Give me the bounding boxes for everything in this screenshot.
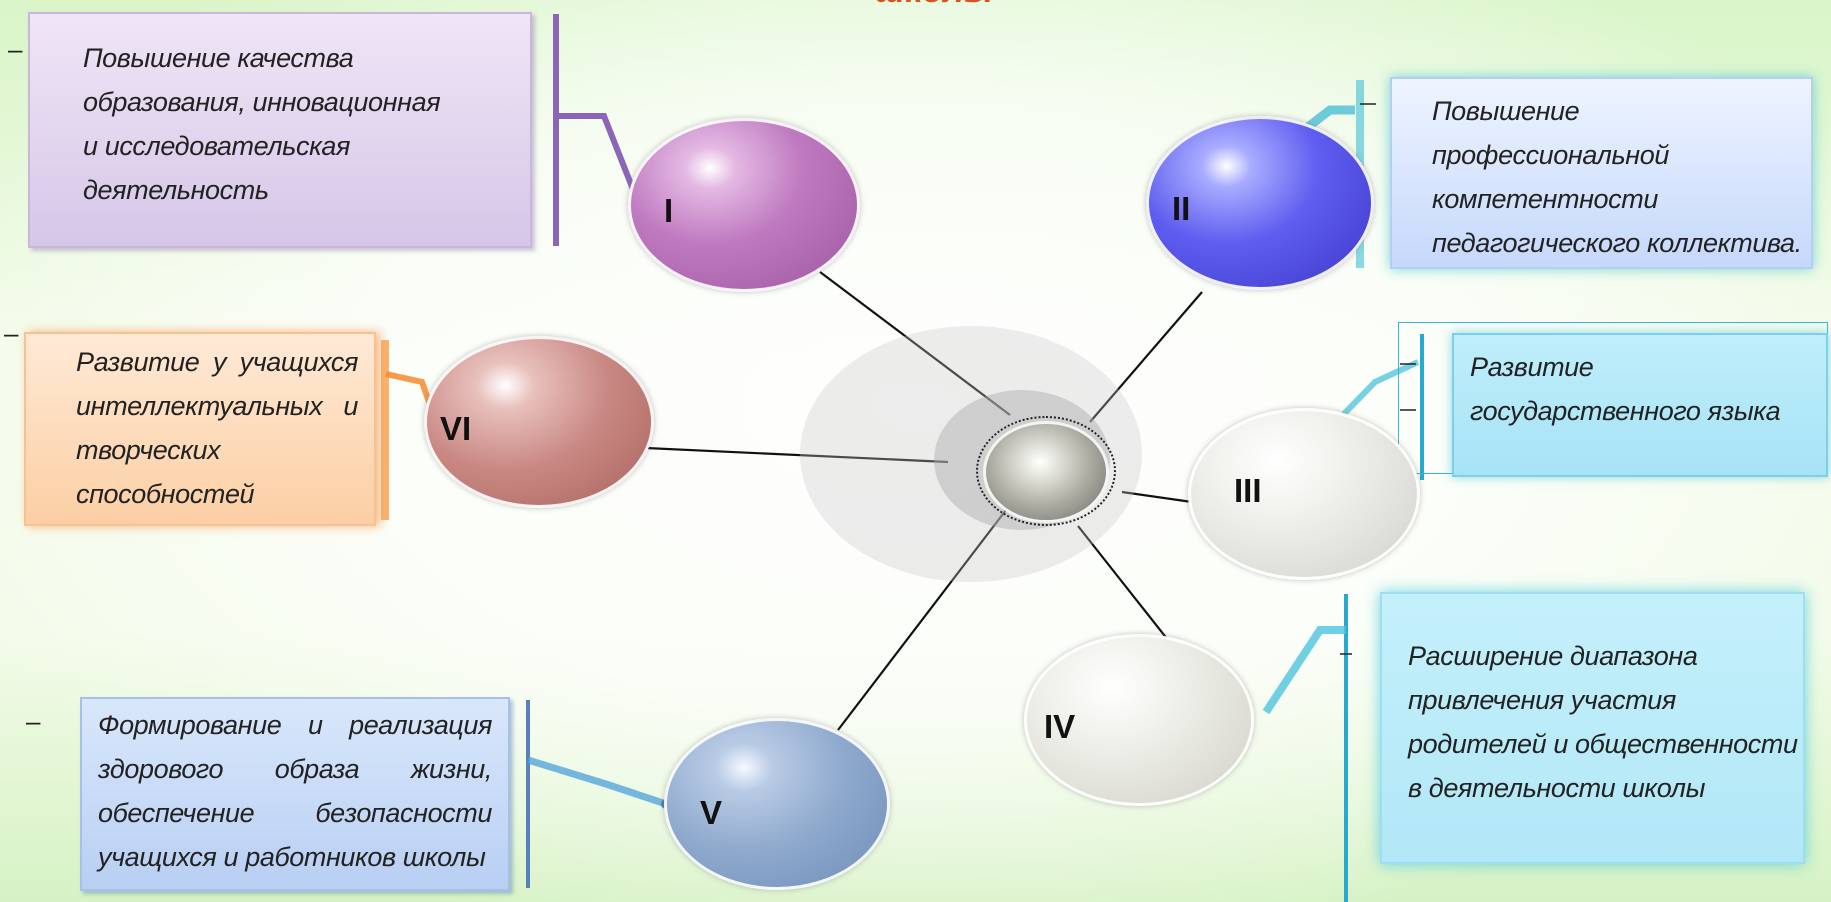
hub-dotted-ring	[976, 416, 1116, 526]
node-IV-line: родителей и общественности	[1408, 729, 1798, 759]
node-II-description: Повышение профессиональной компетентност…	[1390, 77, 1813, 269]
node-V-line: Формирование и реализация	[98, 710, 492, 740]
node-VI-line: творческих	[76, 435, 221, 465]
bullet-dash: –	[8, 34, 23, 64]
node-V-sphere	[664, 718, 890, 890]
node-VI-description: Развитие у учащихся интеллектуальных и т…	[24, 332, 376, 526]
node-IV-description: Расширение диапазона привлечения участия…	[1380, 592, 1805, 864]
bullet-dash: –	[26, 706, 41, 736]
node-I-line: деятельность	[83, 175, 269, 205]
node-IV-line: привлечения участия	[1408, 685, 1676, 715]
node-III-line: государственного языка	[1470, 396, 1781, 426]
node-VI-sphere	[424, 336, 654, 508]
node-V-description: Формирование и реализация здорового обра…	[80, 697, 510, 891]
node-II-line: педагогического коллектива.	[1432, 228, 1802, 258]
node-I-sphere	[628, 118, 860, 292]
node-IV-line: в деятельности школы	[1408, 773, 1706, 803]
node-IV-line: Расширение диапазона	[1408, 641, 1698, 671]
node-II-label: II	[1172, 190, 1191, 227]
node-V-line: обеспечение безопасности	[98, 798, 492, 828]
connector-hub-IV	[1077, 525, 1169, 641]
node-III-sphere	[1188, 408, 1420, 580]
node-I-line: и исследовательская	[83, 131, 351, 161]
node-IV-sphere	[1024, 634, 1254, 806]
node-II-line: профессиональной	[1432, 140, 1669, 170]
node-VI-label: VI	[440, 410, 472, 447]
node-VI-line: Развитие у учащихся	[76, 347, 358, 377]
node-VI-line: способностей	[76, 479, 255, 509]
node-VI-line: интеллектуальных и	[76, 391, 358, 421]
connector-hub-I	[819, 271, 1011, 416]
connector-hub-III	[1121, 490, 1193, 504]
node-I-label: I	[664, 192, 674, 229]
node-II-line: компетентности	[1432, 184, 1658, 214]
callout-V	[526, 700, 671, 888]
node-V-label: V	[700, 794, 723, 831]
connector-hub-VI	[645, 446, 949, 464]
node-II-sphere	[1146, 116, 1374, 290]
connector-hub-II	[1089, 291, 1203, 423]
callout-III	[1337, 334, 1424, 480]
diagram-title: школы	[875, 0, 1035, 8]
node-III-label: III	[1234, 472, 1262, 509]
node-I-description: Повышение качества образования, инноваци…	[28, 12, 532, 248]
node-V-line: учащихся и работников школы	[98, 842, 486, 872]
bullet-dash: –	[4, 318, 19, 348]
node-III-line: Развитие	[1470, 352, 1594, 382]
node-V-line: здорового образа жизни,	[98, 754, 492, 784]
node-I-line: образования, инновационная	[83, 87, 441, 117]
node-IV-label: IV	[1044, 708, 1076, 745]
connector-hub-V	[837, 509, 1007, 731]
callout-IV	[1262, 594, 1352, 902]
node-III-description: Развитие государственного языка	[1452, 333, 1828, 477]
node-I-line: Повышение качества	[83, 43, 354, 73]
node-II-line: Повышение	[1432, 96, 1580, 126]
